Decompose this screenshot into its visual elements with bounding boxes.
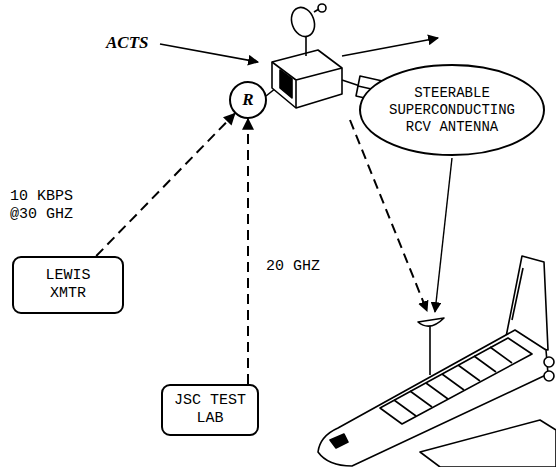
- node-text: R: [242, 90, 253, 110]
- leader-arrow: [160, 44, 258, 62]
- leader-arrow: [435, 158, 452, 312]
- process-box: LEWIS XMTR: [12, 256, 124, 314]
- link-label: 10 KBPS @30 GHZ: [10, 188, 78, 224]
- satellite-label: ACTS: [106, 33, 149, 53]
- uplink-arrow: [247, 119, 249, 384]
- node-text: STEERABLE SUPERCONDUCTING RCV ANTENNA: [387, 85, 517, 136]
- node-text: LEWIS XMTR: [41, 267, 95, 303]
- space-shuttle: [318, 256, 556, 467]
- node-text: JSC TEST LAB: [171, 392, 248, 428]
- frequency-label: 20 GHZ: [266, 258, 320, 276]
- dish-circle: R: [229, 81, 267, 119]
- process-box: JSC TEST LAB: [161, 384, 259, 436]
- callout-oval: STEERABLE SUPERCONDUCTING RCV ANTENNA: [359, 64, 545, 156]
- uplink-arrow: [96, 114, 235, 256]
